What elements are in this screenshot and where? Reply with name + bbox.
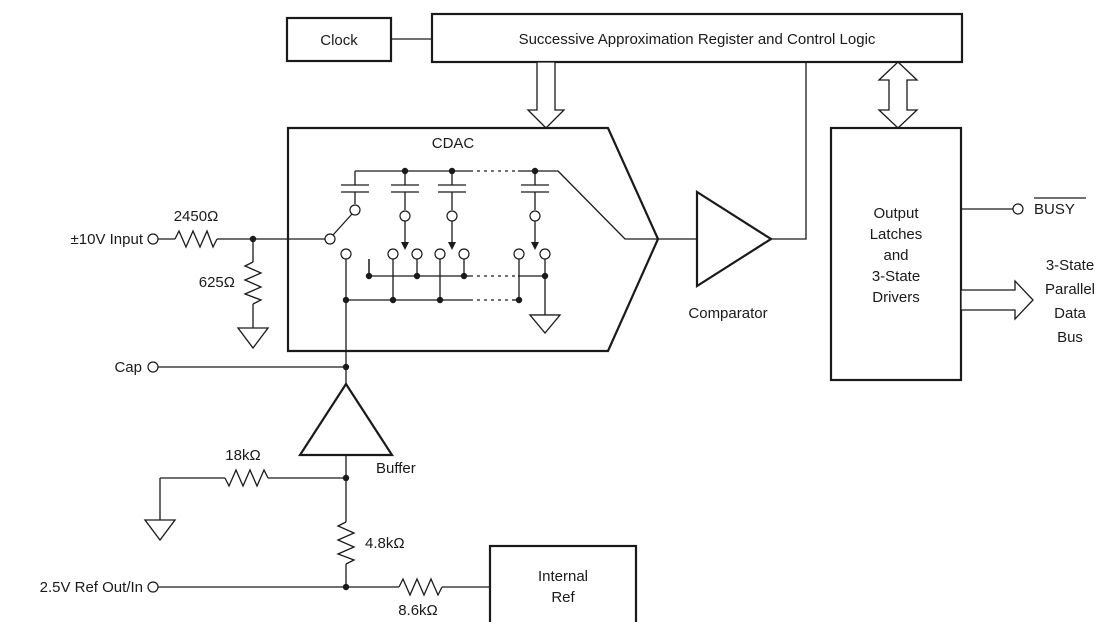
resistor-8k6 bbox=[398, 577, 443, 597]
internal-ref-line-1: Internal bbox=[538, 568, 588, 585]
bus-line-4: Bus bbox=[1057, 329, 1083, 346]
resistor-18k-branch: 18kΩ bbox=[143, 447, 346, 542]
bus-line-1: 3-State bbox=[1046, 257, 1094, 274]
buffer: Buffer bbox=[297, 381, 416, 522]
sar-to-latches-bus-arrow bbox=[877, 61, 919, 129]
cap-pin bbox=[147, 361, 159, 373]
ground-input bbox=[236, 327, 270, 350]
sar-to-cdac-bus-arrow bbox=[526, 61, 566, 129]
resistor-2450 bbox=[174, 229, 218, 249]
comparator-to-sar-wire bbox=[771, 62, 807, 240]
clock-label: Clock bbox=[320, 32, 358, 49]
resistor-4k8-branch: 4.8kΩ bbox=[336, 521, 405, 591]
resistor-4k8-label: 4.8kΩ bbox=[365, 535, 405, 552]
input-pin-label: ±10V Input bbox=[71, 231, 144, 248]
latches-line-1: Output bbox=[873, 205, 919, 222]
internal-ref-block bbox=[488, 544, 638, 622]
data-bus-arrow bbox=[960, 279, 1034, 321]
ref-pin bbox=[147, 581, 159, 593]
input-network: ±10V Input 2450Ω 625Ω bbox=[71, 208, 325, 350]
resistor-625 bbox=[243, 261, 263, 305]
busy-pin bbox=[1012, 203, 1024, 215]
cap-pin-label: Cap bbox=[114, 359, 142, 376]
sar-block: Successive Approximation Register and Co… bbox=[430, 12, 964, 64]
internal-ref-line-2: Ref bbox=[551, 589, 575, 606]
ground-18k bbox=[143, 519, 177, 542]
resistor-18k-label: 18kΩ bbox=[225, 447, 260, 464]
resistor-625-label: 625Ω bbox=[199, 274, 235, 291]
latches-line-2: Latches bbox=[870, 226, 923, 243]
bus-line-3: Data bbox=[1054, 305, 1086, 322]
cdac-label: CDAC bbox=[432, 135, 475, 152]
sar-label: Successive Approximation Register and Co… bbox=[519, 31, 876, 48]
latches-line-3: and bbox=[883, 247, 908, 264]
input-pin bbox=[147, 233, 159, 245]
bus-line-2: Parallel bbox=[1045, 281, 1095, 298]
resistor-4k8 bbox=[336, 521, 356, 565]
latches-line-5: Drivers bbox=[872, 289, 920, 306]
latches-line-4: 3-State bbox=[872, 268, 920, 285]
resistor-18k bbox=[224, 468, 269, 488]
ref-pin-label: 2.5V Ref Out/In bbox=[40, 579, 143, 596]
comparator: Comparator bbox=[658, 189, 774, 322]
output-latches-block: Output Latches and 3-State Drivers bbox=[829, 126, 963, 382]
busy-label: BUSY bbox=[1034, 201, 1075, 218]
resistor-2450-label: 2450Ω bbox=[174, 208, 219, 225]
clock-block: Clock bbox=[285, 16, 393, 63]
cdac-block: CDAC bbox=[286, 126, 660, 353]
cap-node: Cap bbox=[114, 300, 350, 386]
comparator-label: Comparator bbox=[688, 305, 767, 322]
resistor-8k6-label: 8.6kΩ bbox=[398, 602, 438, 619]
reference-network: 2.5V Ref Out/In 8.6kΩ Internal Ref bbox=[40, 544, 638, 622]
buffer-label: Buffer bbox=[376, 460, 416, 477]
